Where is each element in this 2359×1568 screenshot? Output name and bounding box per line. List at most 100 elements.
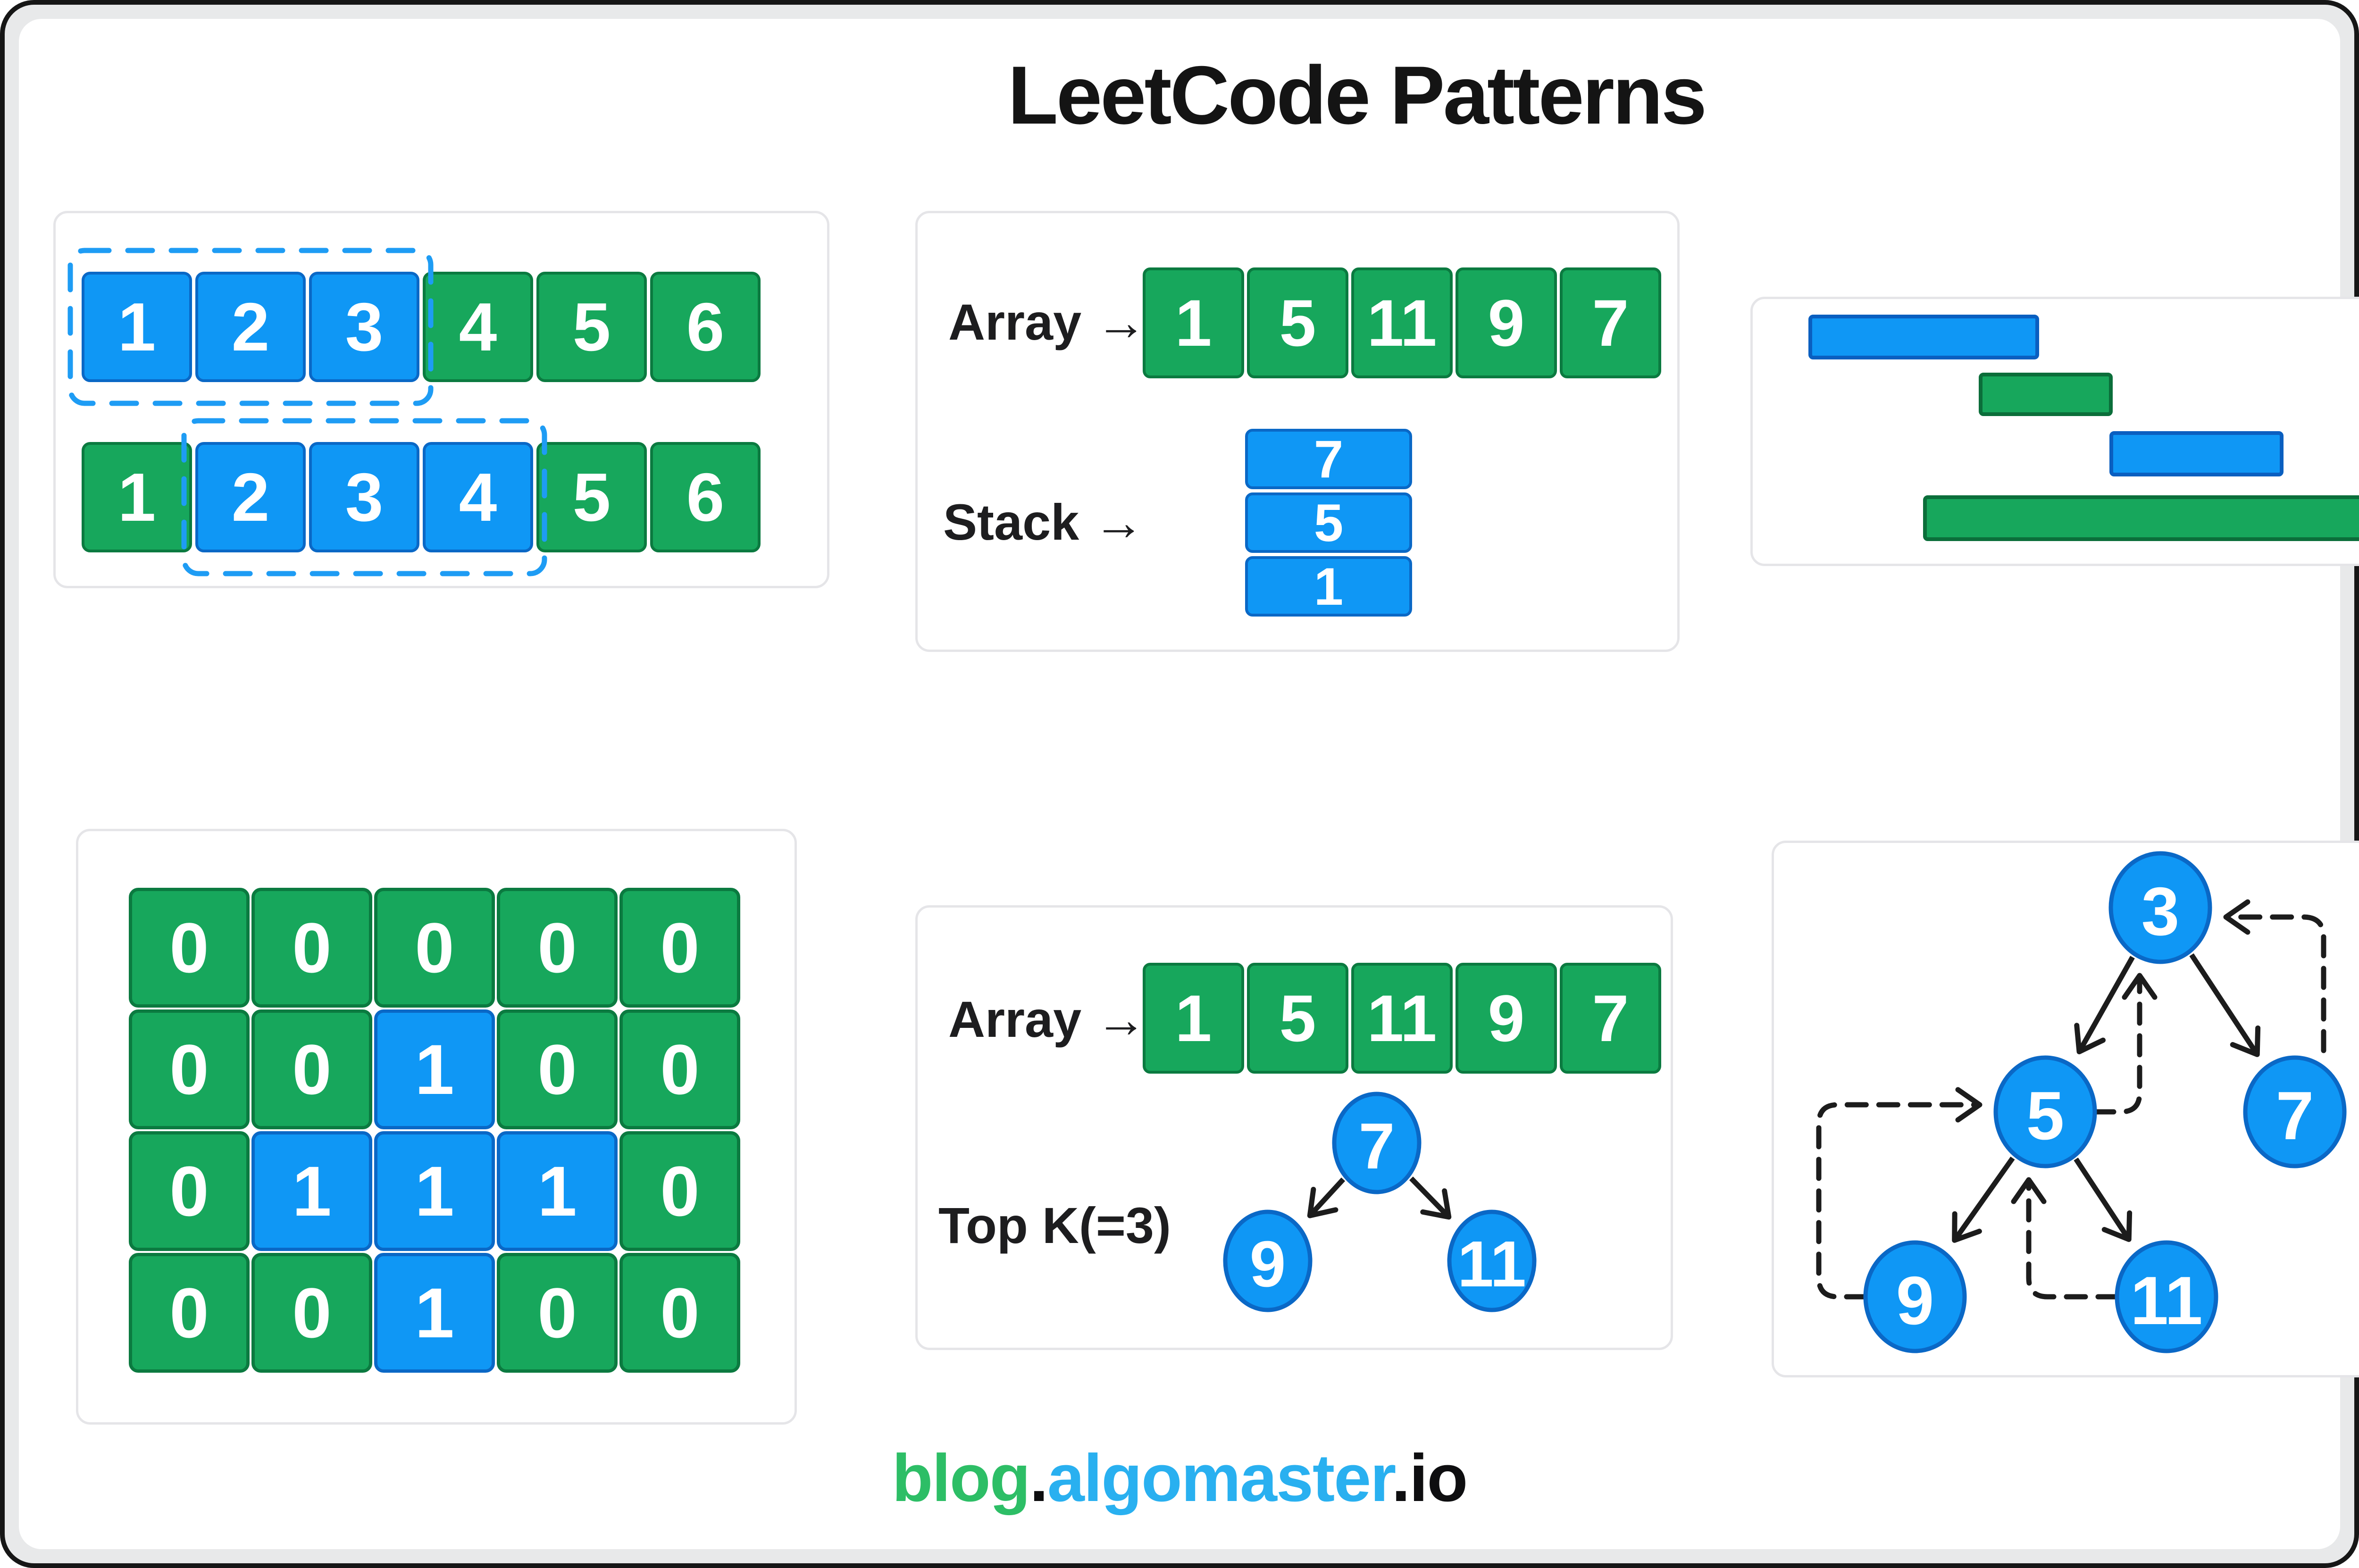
interval-bar: [1923, 495, 2359, 541]
footer-algomaster: algomaster: [1047, 1441, 1393, 1516]
footer-dot: .: [1391, 1441, 1410, 1516]
panel-monotonic-stack: Array → 1 5 11 9 7 Stack → 7 5 1: [915, 211, 1680, 652]
matrix-cell: 0: [497, 1253, 618, 1373]
array-cell: 9: [1456, 267, 1557, 378]
array-cell: 1: [1143, 963, 1244, 1074]
array-cell: 5: [1247, 267, 1348, 378]
heap-diagram: 7 9 11: [1223, 1092, 1537, 1312]
matrix-cell: 0: [497, 888, 618, 1008]
matrix-cell: 0: [619, 1009, 740, 1129]
matrix-cell: 0: [251, 888, 372, 1008]
array-cell: 9: [1456, 963, 1557, 1074]
matrix-cell: 0: [619, 1253, 740, 1373]
heap-node-label: 7: [1359, 1110, 1395, 1183]
array-cell: 1: [82, 272, 192, 382]
array-cell: 7: [1560, 267, 1661, 378]
array-label: Array →: [948, 991, 1147, 1048]
tree-node: [2115, 1240, 2218, 1353]
page-title: LeetCode Patterns: [1007, 50, 1707, 142]
panel-tree-traversal: 3 5 7 9 11: [1772, 841, 2359, 1377]
interval-bar: [1979, 373, 2113, 416]
window-outline-layer: [67, 248, 547, 576]
array-cell: 4: [423, 442, 533, 552]
panel-top-k-heap: Array → 1 5 11 9 7 Top K(=3) 7 9 11: [915, 905, 1673, 1350]
tree-node: [2108, 851, 2212, 964]
array-cell: 7: [1560, 963, 1661, 1074]
panel-sliding-window: 1 2 3 4 5 6 1 2 3 4 5 6: [53, 211, 829, 588]
matrix-cell: 0: [374, 888, 495, 1008]
matrix-cell: 0: [129, 1131, 250, 1251]
tree-node-label: 11: [2130, 1262, 2202, 1339]
heap-node: [1332, 1092, 1422, 1194]
array-cell: 2: [195, 272, 306, 382]
footer-blog: blog: [892, 1441, 1031, 1516]
tree-edge-3-7: [2189, 953, 2261, 1057]
matrix-cell: 0: [619, 888, 740, 1008]
tree-edge-5-9: [1952, 1156, 2015, 1243]
matrix-cell: 1: [374, 1131, 495, 1251]
sliding-window-row-2: 1 2 3 4 5 6: [82, 442, 761, 552]
matrix-cell: 0: [619, 1131, 740, 1251]
stack-cell: 1: [1245, 556, 1412, 617]
heap-node-label: 9: [1250, 1228, 1286, 1301]
matrix-cell: 1: [251, 1131, 372, 1251]
stack-label: Stack →: [943, 493, 1145, 550]
tree-node: [1993, 1055, 2097, 1168]
sliding-window-row-1: 1 2 3 4 5 6: [82, 272, 761, 382]
array-cell: 4: [423, 272, 533, 382]
matrix-cell: 0: [129, 1009, 250, 1129]
stack-cell: 7: [1245, 429, 1412, 489]
matrix-cell: 0: [497, 1009, 618, 1129]
panel-merge-intervals: [1750, 297, 2359, 566]
matrix-cell: 0: [251, 1009, 372, 1129]
array-cell: 3: [309, 442, 419, 552]
window-outline: [67, 248, 434, 406]
canvas: LeetCode Patterns 1 2 3 4 5 6 1 2 3 4 5 …: [19, 19, 2359, 1549]
top-k-label: Top K(=3): [938, 1197, 1171, 1254]
array-cell: 6: [650, 442, 761, 552]
tree-node-label: 9: [1896, 1262, 1934, 1339]
heap-edge-7-11: [1409, 1176, 1452, 1220]
tree-diagram: 3 5 7 9 11: [1816, 851, 2347, 1353]
tree-node-label: 7: [2276, 1077, 2314, 1154]
tree-node: [1863, 1240, 1967, 1353]
heap-node: [1447, 1209, 1537, 1312]
array-cell: 6: [650, 272, 761, 382]
footer-brand: blog.algomaster.io: [19, 1440, 2340, 1517]
array-cell: 11: [1351, 963, 1453, 1074]
matrix-cell: 1: [374, 1253, 495, 1373]
array-row: 1 5 11 9 7: [1143, 963, 1661, 1074]
stack-column: 7 5 1: [1245, 429, 1412, 617]
footer-io: io: [1409, 1441, 1468, 1516]
stack-cell: 5: [1245, 492, 1412, 553]
tree-node-label: 3: [2142, 873, 2180, 950]
matrix-cell: 0: [251, 1253, 372, 1373]
tree-back-edge-11-5: [2011, 1177, 2120, 1300]
matrix-grid: 0 0 0 0 0 0 0 1 0 0 0 1 1 1 0 0 0 1 0 0: [129, 888, 740, 1373]
interval-bar: [1808, 315, 2039, 359]
tree-back-edge-5-3: [2092, 973, 2158, 1115]
panel-matrix-islands: 0 0 0 0 0 0 0 1 0 0 0 1 1 1 0 0 0 1 0 0: [76, 829, 797, 1425]
matrix-cell: 0: [129, 888, 250, 1008]
tree-edge-5-11: [2074, 1157, 2133, 1242]
matrix-cell: 1: [374, 1009, 495, 1129]
tree-node-label: 5: [2026, 1077, 2065, 1154]
array-cell: 2: [195, 442, 306, 552]
heap-node: [1223, 1209, 1313, 1312]
array-cell: 1: [1143, 267, 1244, 378]
array-cell: 5: [1247, 963, 1348, 1074]
tree-back-edge-7-3: [2223, 899, 2326, 1053]
footer-dot: .: [1029, 1441, 1048, 1516]
heap-edge-7-9: [1307, 1177, 1346, 1218]
tree-back-edge-9-5: [1816, 1087, 1983, 1300]
array-row: 1 5 11 9 7: [1143, 267, 1661, 378]
array-cell: 1: [82, 442, 192, 552]
matrix-cell: 0: [129, 1253, 250, 1373]
heap-node-label: 11: [1457, 1228, 1526, 1301]
array-label: Array →: [948, 293, 1147, 350]
array-cell: 3: [309, 272, 419, 382]
window-outline: [181, 418, 547, 576]
tree-edge-3-5: [2074, 956, 2135, 1054]
array-cell: 11: [1351, 267, 1453, 378]
